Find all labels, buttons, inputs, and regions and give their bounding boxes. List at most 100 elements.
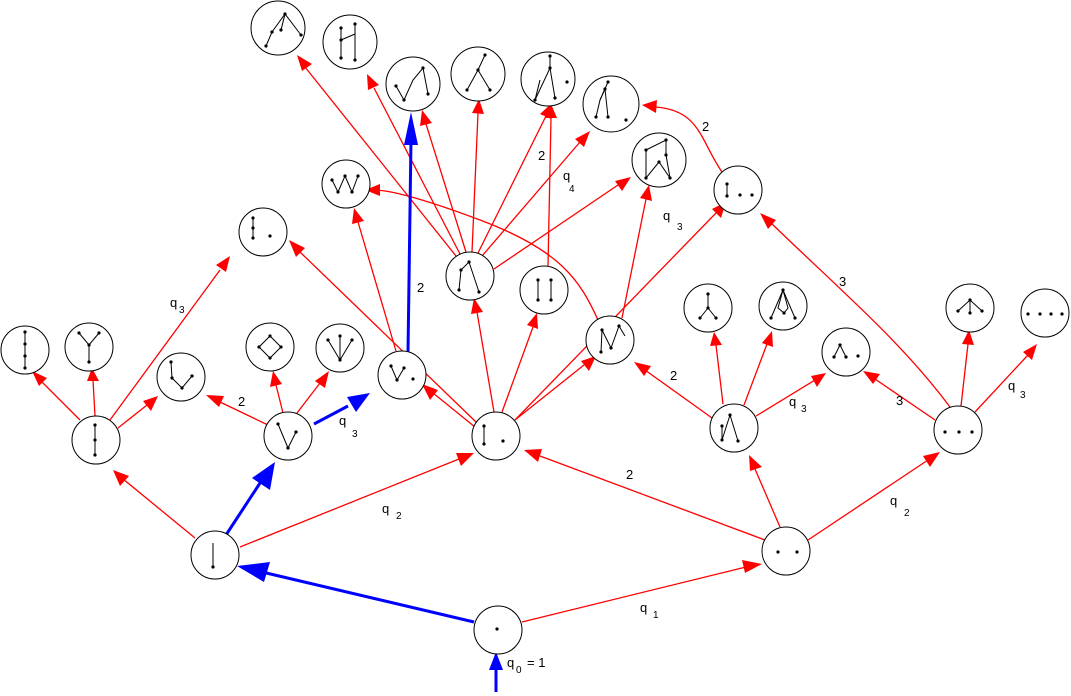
label-q4: q bbox=[563, 168, 570, 183]
edge-labels: q 0 = 1 q 1 q 2 q 2 q 3 q 3 q 3 q 3 q 3 … bbox=[170, 119, 1026, 676]
node-n-bar[interactable] bbox=[585, 315, 635, 365]
node-v-dot[interactable] bbox=[377, 350, 427, 400]
edge-bar-to-v-blue bbox=[224, 479, 264, 536]
edge-n-to-tall bbox=[477, 115, 547, 254]
edge-n-to-wedge1 bbox=[425, 123, 467, 253]
label-q3-caret-sub: 3 bbox=[801, 404, 807, 415]
label-q3-right-sub: 3 bbox=[1020, 390, 1026, 401]
label-mult-2-tall: 2 bbox=[538, 148, 545, 163]
edge-n-to-wedge-dot bbox=[481, 141, 581, 257]
node-single-point[interactable] bbox=[473, 605, 523, 655]
node-y-shape[interactable] bbox=[64, 322, 114, 372]
edge-bar-to-bar-dot bbox=[239, 458, 460, 548]
edge-bardot-to-two-bars bbox=[501, 326, 534, 413]
node-chain-4[interactable] bbox=[0, 325, 50, 375]
edge-caretbar-to-nbar bbox=[644, 369, 713, 419]
label-q2-left: q bbox=[382, 501, 389, 516]
edge-nbar-to-pentagon bbox=[621, 198, 647, 319]
node-zigzag[interactable] bbox=[156, 352, 206, 402]
label-mult-3-caret: 3 bbox=[896, 393, 903, 408]
edge-caretbar-to-caret-dot bbox=[755, 379, 816, 417]
node-y-chain[interactable] bbox=[683, 283, 733, 333]
edge-twobars-to-tall bbox=[547, 117, 552, 267]
label-q3-left-sub: 3 bbox=[179, 305, 185, 316]
edge-n-to-pentagon bbox=[493, 184, 619, 270]
edge-vdot-to-w bbox=[357, 221, 397, 352]
edge-v-to-triple bbox=[296, 382, 321, 414]
label-q0: q bbox=[507, 655, 514, 670]
edge-threedots-to-star bbox=[960, 343, 969, 407]
node-two-points[interactable] bbox=[761, 526, 811, 576]
edge-chain3-to-zig bbox=[117, 404, 148, 429]
edge-n-to-wedge2 bbox=[471, 112, 479, 253]
node-tall-wedge[interactable] bbox=[520, 51, 576, 107]
node-pentagon[interactable] bbox=[631, 132, 687, 188]
edge-n-to-kite bbox=[304, 66, 457, 257]
label-q1: q bbox=[640, 600, 647, 615]
node-diamond[interactable] bbox=[245, 322, 295, 372]
label-mult-2-v: 2 bbox=[238, 394, 245, 409]
edge-bardot-to-bar-dot-top bbox=[299, 251, 477, 423]
label-q3-blue: q bbox=[339, 413, 346, 428]
edges bbox=[32, 55, 1037, 623]
label-q3-left: q bbox=[170, 295, 177, 310]
node-n-shape[interactable] bbox=[445, 251, 495, 301]
label-mult-2-nbar: 2 bbox=[670, 368, 677, 383]
node-four-points[interactable] bbox=[1020, 288, 1070, 338]
node-arrowhead-poset[interactable] bbox=[758, 281, 808, 331]
highlight-path bbox=[224, 112, 503, 692]
edge-vdot-to-wedge1-blue bbox=[406, 139, 413, 353]
edge-twodots-to-bar-dot bbox=[539, 455, 766, 541]
node-caret-dot[interactable] bbox=[821, 327, 871, 377]
node-kite[interactable] bbox=[250, 0, 306, 56]
node-three-points[interactable] bbox=[933, 405, 983, 455]
node-v-shape[interactable] bbox=[263, 411, 313, 461]
node-claw[interactable] bbox=[315, 323, 365, 373]
edge-threedots-to-caret-dot bbox=[874, 378, 936, 421]
node-n-chain[interactable] bbox=[385, 56, 441, 112]
node-h-shape[interactable] bbox=[322, 14, 378, 70]
edge-threedots-to-bardots bbox=[769, 221, 951, 408]
edge-chain3-to-chain4 bbox=[39, 379, 81, 421]
node-bar-dot-upper[interactable] bbox=[238, 207, 288, 257]
edge-v-to-zig bbox=[219, 401, 269, 426]
node-chain-3[interactable] bbox=[71, 415, 121, 465]
edge-v-to-diamond bbox=[275, 384, 284, 414]
node-chain-2[interactable] bbox=[190, 530, 240, 580]
label-q2-left-sub: 2 bbox=[396, 511, 402, 522]
node-bar-dot[interactable] bbox=[471, 411, 521, 461]
edge-dot-to-bar-blue bbox=[261, 570, 475, 624]
nodes bbox=[0, 0, 1070, 655]
edge-caretbar-to-ychain bbox=[715, 344, 724, 405]
edge-bardot-to-n-shape bbox=[476, 311, 495, 413]
edge-twodots-to-caret-bar bbox=[754, 468, 781, 528]
edge-bar-to-chain3 bbox=[122, 478, 196, 539]
edge-threedots-to-four-dots bbox=[974, 354, 1029, 413]
label-q4-sub: 4 bbox=[569, 184, 575, 195]
label-mult-3-bardots: 3 bbox=[839, 274, 846, 289]
label-mult-2-blue: 2 bbox=[417, 280, 424, 295]
edge-bardots-to-wedge-dot bbox=[654, 106, 723, 173]
label-q2-right-sub: 2 bbox=[904, 508, 910, 519]
label-q0-eq: = 1 bbox=[527, 655, 545, 670]
node-wedge-chain[interactable] bbox=[450, 46, 506, 102]
label-q3-mid-sub: 3 bbox=[677, 222, 683, 233]
node-caret-bar[interactable] bbox=[709, 403, 759, 453]
node-w-shape[interactable] bbox=[321, 159, 371, 209]
node-wedge-dot[interactable] bbox=[582, 75, 640, 133]
edge-twodots-to-three-dots bbox=[807, 459, 929, 541]
edge-nbar-to-w bbox=[371, 189, 599, 321]
edge-caretbar-to-tri bbox=[743, 343, 768, 406]
label-q3-mid: q bbox=[663, 208, 670, 223]
label-mult-2-bottom: 2 bbox=[626, 467, 633, 482]
node-bar-two-dots[interactable] bbox=[713, 165, 763, 215]
node-fork[interactable] bbox=[945, 283, 995, 333]
edge-bardot-to-n-bar bbox=[514, 364, 585, 421]
edge-chain3-to-bar-dot-top bbox=[109, 269, 221, 421]
edge-dot-to-two-dots bbox=[521, 566, 747, 623]
edge-n-to-h bbox=[373, 87, 461, 255]
node-two-chains[interactable] bbox=[519, 265, 569, 315]
edge-v-to-vdot-blue bbox=[313, 404, 349, 426]
